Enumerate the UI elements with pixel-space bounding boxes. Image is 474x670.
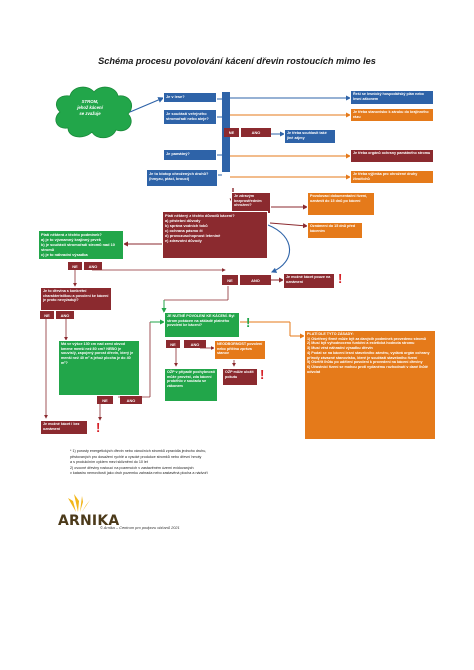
- cloud-line-1: STROM,: [81, 99, 99, 104]
- conditions-title: Platí některá z těchto podmínek?: [41, 232, 102, 237]
- arnika-logo: ARNIKA: [58, 513, 120, 529]
- footnote-line: pěstovaných pro dosažení rychlé a vysoké…: [70, 454, 202, 459]
- question-conditions: Platí některá z těchto podmínek? a) je t…: [38, 230, 124, 260]
- question-characteristic: Je to dřevina s konkrétní charakteristik…: [40, 287, 112, 311]
- label-ano-6: ANO: [184, 340, 206, 348]
- rule-item: 1) Ošetřený firmě může být za danýcih po…: [307, 336, 427, 341]
- footnote: * 1) porosty energetických dřevin nebo v…: [70, 449, 300, 477]
- condition-item: a) je to významný krajinný prvek: [41, 237, 101, 242]
- cloud-label: STROM, jehož kácení se zvažuje: [57, 99, 123, 116]
- reason-item: e) zdravotní důvody: [165, 238, 202, 243]
- label-ano-4: ANO: [56, 311, 74, 319]
- footnote-line: v katastru nemovitostí jako druh pozemku…: [70, 471, 208, 476]
- label-ano-1: ANO: [241, 128, 271, 137]
- reason-item: a) pěstební důvody: [165, 218, 201, 223]
- label-ano-2: ANO: [84, 262, 102, 270]
- rules-box: PLATÍ DLE TYTO ZÁSADY: 1) Ošetřený firmě…: [304, 330, 436, 440]
- footnote-line: a s produkčním cyklem mezi sklizněmi do …: [70, 460, 148, 465]
- exclamation-icon: !: [338, 271, 343, 286]
- question-danger: Je zdravým bezprostředním ohrožení?: [231, 192, 271, 214]
- result-other-interests: Je třeba souhlasit také jiné zájmy: [284, 129, 336, 144]
- reasons-title: Platí některý z těchto důvodů kácení?: [165, 213, 235, 218]
- result-memorial: Je třeba orgánů ochrany památného stromu: [350, 149, 434, 163]
- condition-item: c) je to náhradní výsadba: [41, 252, 88, 257]
- rule-item: 5) Ošetřit lhůtu po udělení povolení k p…: [307, 360, 423, 365]
- question-trunk-size: Má ve výšce 130 cm nad zemí obvod kmene …: [58, 340, 140, 396]
- logo-sunburst: [68, 494, 90, 512]
- result-notify-15-after: Povolovací dokumentační řízení, oznámit …: [307, 192, 375, 216]
- question-endangered: Je to biotop ohrožených druhů? (hmyzu, p…: [146, 169, 218, 187]
- rule-item: 3) Musí vést náhradní výsadbu dřevin: [307, 346, 373, 351]
- rule-item: 6) Účastníci řízení se mohou proti vydan…: [307, 365, 428, 374]
- question-memorial: Je památný?: [163, 149, 217, 161]
- result-landscape: Je třeba stanovisko k záruku do krajinné…: [350, 108, 434, 122]
- question-forest: Je v lese?: [163, 92, 217, 103]
- rules-title: PLATÍ DLE TYTO ZÁSADY:: [307, 332, 354, 336]
- question-avenue: Je součástí veřejného stromořadí nebo al…: [163, 109, 217, 125]
- label-ne-5: NE: [97, 396, 113, 404]
- reason-item: c) ochrana pásmo či: [165, 228, 203, 233]
- result-no-notice: Je možné kácet i bez oznámení: [40, 420, 88, 435]
- cloud-line-3: se zvažuje: [79, 110, 101, 116]
- reason-item: d) provozuschopnost letenině: [165, 233, 221, 238]
- exclamation-icon: !: [246, 315, 251, 330]
- footnote-line: * 1) porosty energetických dřevin nebo v…: [70, 449, 207, 453]
- exclamation-icon: !: [96, 420, 101, 435]
- label-ano-5: ANO: [120, 396, 142, 404]
- result-authority-check: OŽP v případě pochybností může provést, …: [164, 368, 218, 402]
- result-notify-only: Je možné kácet pouze na oznámení: [283, 273, 335, 289]
- label-ne-6: NE: [166, 340, 180, 348]
- page-title: Schéma procesu povolování kácení dřevin …: [98, 56, 376, 66]
- result-non-expert: NEODBORNOST povolení nebo přičinu zpráva…: [214, 340, 266, 360]
- result-fine: OŽP může uložit pokutu: [222, 368, 258, 386]
- result-forest: Řeší se lesnický hospodářský plán nebo l…: [350, 90, 434, 105]
- cloud-shape: [55, 86, 132, 139]
- exclamation-icon: !: [260, 367, 265, 382]
- label-ne-1: NE: [224, 128, 239, 137]
- question-reasons: Platí některý z těchto důvodů kácení? a)…: [162, 211, 268, 259]
- rule-item: 2) Musí být vyhodnoceno funkční a esteti…: [307, 341, 415, 346]
- rule-item: 4) Podat se na kácení lesní stavebního z…: [307, 350, 430, 360]
- footnote-line: 2) ovocné dřeviny rostoucí na pozemcích …: [70, 465, 194, 470]
- label-ne-4: NE: [40, 311, 54, 319]
- label-ano-3: ANO: [240, 275, 271, 285]
- copyright: © Arnika – Centrum pro podporu občanů 20…: [100, 525, 180, 530]
- condition-item: b) je součástí stromořadí stromů nad 10 …: [41, 242, 115, 252]
- question-permit-required: JE NUTNÉ POVOLENÍ KE KÁCENÍ. Byl strom p…: [164, 312, 240, 338]
- result-endangered: Je třeba výjimka pro ohrožené druhy živo…: [350, 170, 434, 184]
- cloud-line-2: jehož kácení: [77, 104, 103, 110]
- reason-item: b) správa vodních toků: [165, 223, 208, 228]
- label-ne-3: NE: [222, 275, 238, 285]
- result-notify-15-before: Oznámení do 15 dnů před kácením: [307, 222, 363, 239]
- label-ne-2: NE: [68, 262, 82, 270]
